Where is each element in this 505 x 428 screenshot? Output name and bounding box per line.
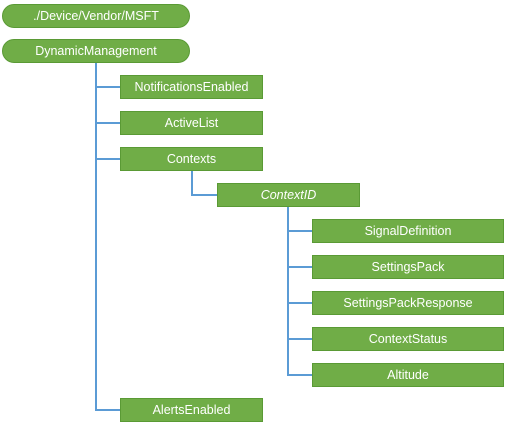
node-root: ./Device/Vendor/MSFT [2, 4, 190, 28]
node-notifications-enabled-label: NotificationsEnabled [134, 79, 249, 94]
node-contexts-label: Contexts [166, 151, 217, 166]
node-alerts-enabled-label: AlertsEnabled [152, 402, 231, 417]
connector-context-status [287, 338, 312, 340]
connector-settings-pack-response [287, 302, 312, 304]
connector-alerts-enabled [95, 409, 120, 411]
node-settings-pack-response: SettingsPackResponse [312, 291, 504, 315]
node-alerts-enabled: AlertsEnabled [120, 398, 263, 422]
node-root-label: ./Device/Vendor/MSFT [33, 8, 159, 23]
connector-context-id [191, 194, 217, 196]
connector-contexts-trunk [191, 171, 193, 195]
node-contexts: Contexts [120, 147, 263, 171]
node-signal-definition-label: SignalDefinition [364, 223, 452, 238]
node-altitude: Altitude [312, 363, 504, 387]
node-notifications-enabled: NotificationsEnabled [120, 75, 263, 99]
node-altitude-label: Altitude [387, 367, 429, 382]
connector-context-id-trunk [287, 207, 289, 375]
node-context-id-label: ContextID [260, 187, 317, 202]
node-dynamic-management: DynamicManagement [2, 39, 190, 63]
connector-signal-definition [287, 230, 312, 232]
node-signal-definition: SignalDefinition [312, 219, 504, 243]
connector-notifications-enabled [95, 86, 120, 88]
connector-contexts [95, 158, 120, 160]
connector-root-trunk [95, 63, 97, 410]
node-active-list: ActiveList [120, 111, 263, 135]
node-context-status-label: ContextStatus [368, 331, 448, 346]
node-dynamic-management-label: DynamicManagement [35, 43, 157, 58]
node-active-list-label: ActiveList [164, 115, 219, 130]
node-settings-pack: SettingsPack [312, 255, 504, 279]
node-context-id: ContextID [217, 183, 360, 207]
connector-active-list [95, 122, 120, 124]
connector-altitude [287, 374, 312, 376]
node-context-status: ContextStatus [312, 327, 504, 351]
connector-settings-pack [287, 266, 312, 268]
node-settings-pack-label: SettingsPack [371, 259, 445, 274]
node-settings-pack-response-label: SettingsPackResponse [343, 295, 473, 310]
